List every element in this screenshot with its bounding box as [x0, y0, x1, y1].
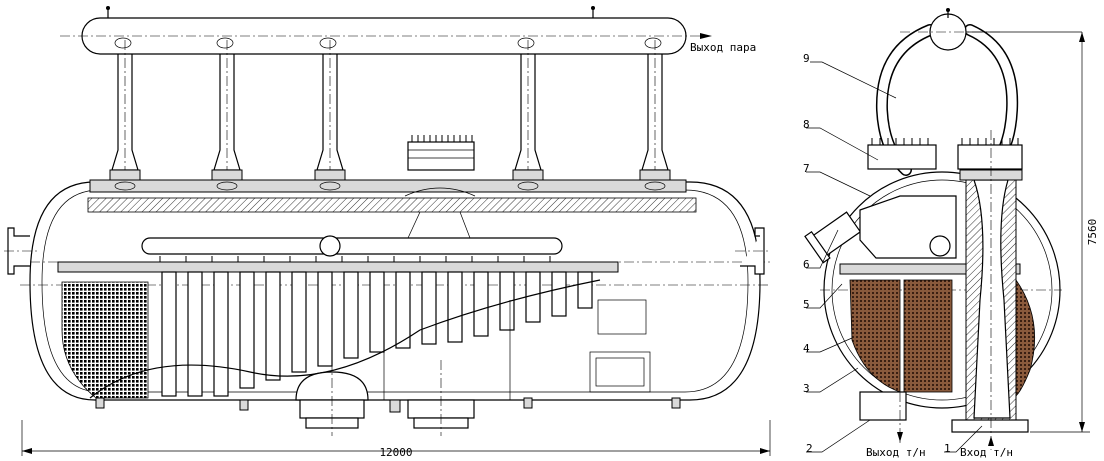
coolant-in-label: Вход т/н — [960, 446, 1013, 459]
coolant-out-arrow — [897, 432, 903, 442]
callout-3: 3 — [803, 382, 810, 395]
steam-header — [60, 6, 712, 55]
vessel-shell — [20, 179, 770, 401]
end-view-collector — [859, 130, 1029, 450]
end-nozzles — [4, 227, 770, 275]
steam-risers — [109, 40, 671, 200]
side-view: 12000 Выход пара — [4, 6, 771, 459]
leader-lines — [806, 61, 983, 453]
length-dimension: 12000 — [21, 420, 771, 459]
callout-4: 4 — [803, 342, 810, 355]
bottom-collectors — [95, 360, 681, 436]
callout-9: 9 — [803, 52, 810, 65]
callout-8: 8 — [803, 118, 810, 131]
end-view: 7560 9 8 7 6 5 4 3 2 1 Выход т/н Вход т/… — [803, 8, 1099, 459]
steam-out-arrow — [700, 33, 712, 39]
coolant-in-arrow — [988, 436, 994, 446]
callout-6: 6 — [803, 258, 810, 271]
callout-7: 7 — [803, 162, 810, 175]
steam-out-label: Выход пара — [690, 41, 756, 54]
end-view-tube-bundle — [849, 278, 1036, 397]
height-dimension: 7560 — [1030, 32, 1099, 433]
coolant-out-label: Выход т/н — [866, 446, 926, 459]
height-dimension-label: 7560 — [1086, 219, 1099, 246]
top-manhole — [407, 135, 475, 171]
callout-5: 5 — [803, 298, 810, 311]
length-dimension-label: 12000 — [379, 446, 412, 459]
tube-bundle — [57, 256, 651, 400]
end-view-manholes — [867, 138, 1023, 170]
callout-1: 1 — [944, 442, 951, 455]
callout-2: 2 — [806, 442, 813, 455]
